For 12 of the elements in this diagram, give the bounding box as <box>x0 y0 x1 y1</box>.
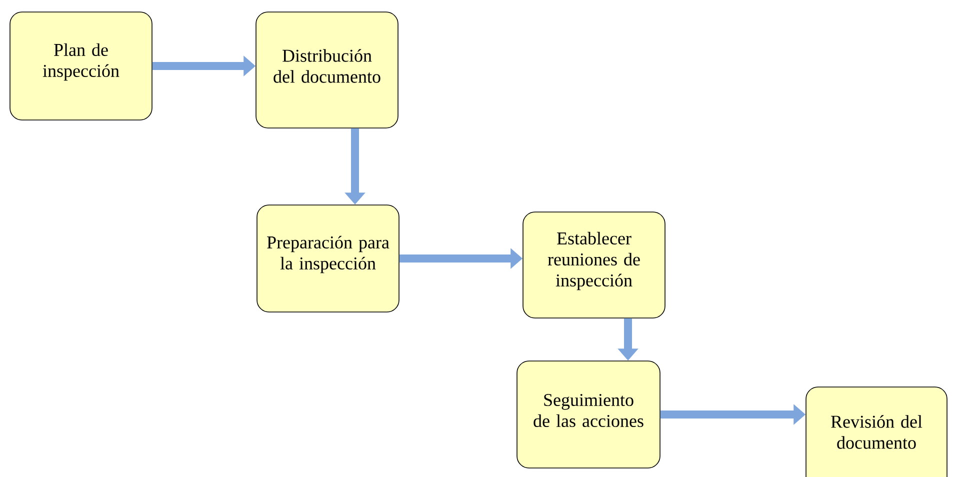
process-box <box>256 12 398 128</box>
process-box <box>10 12 152 120</box>
box-text: Seguimiento de las acciones <box>534 394 644 428</box>
box-text: Preparación para la inspección <box>267 236 390 274</box>
process-box <box>256 204 400 312</box>
box-text: Distribución del documento <box>274 49 380 83</box>
box-text: Revisión del documento <box>831 415 922 449</box>
box-text: Plan de inspección <box>42 43 120 81</box>
process-box <box>522 212 666 318</box>
process-box <box>806 386 948 477</box>
box-text: Establecer reuniones de inspección <box>548 232 640 290</box>
process-box <box>516 360 660 468</box>
